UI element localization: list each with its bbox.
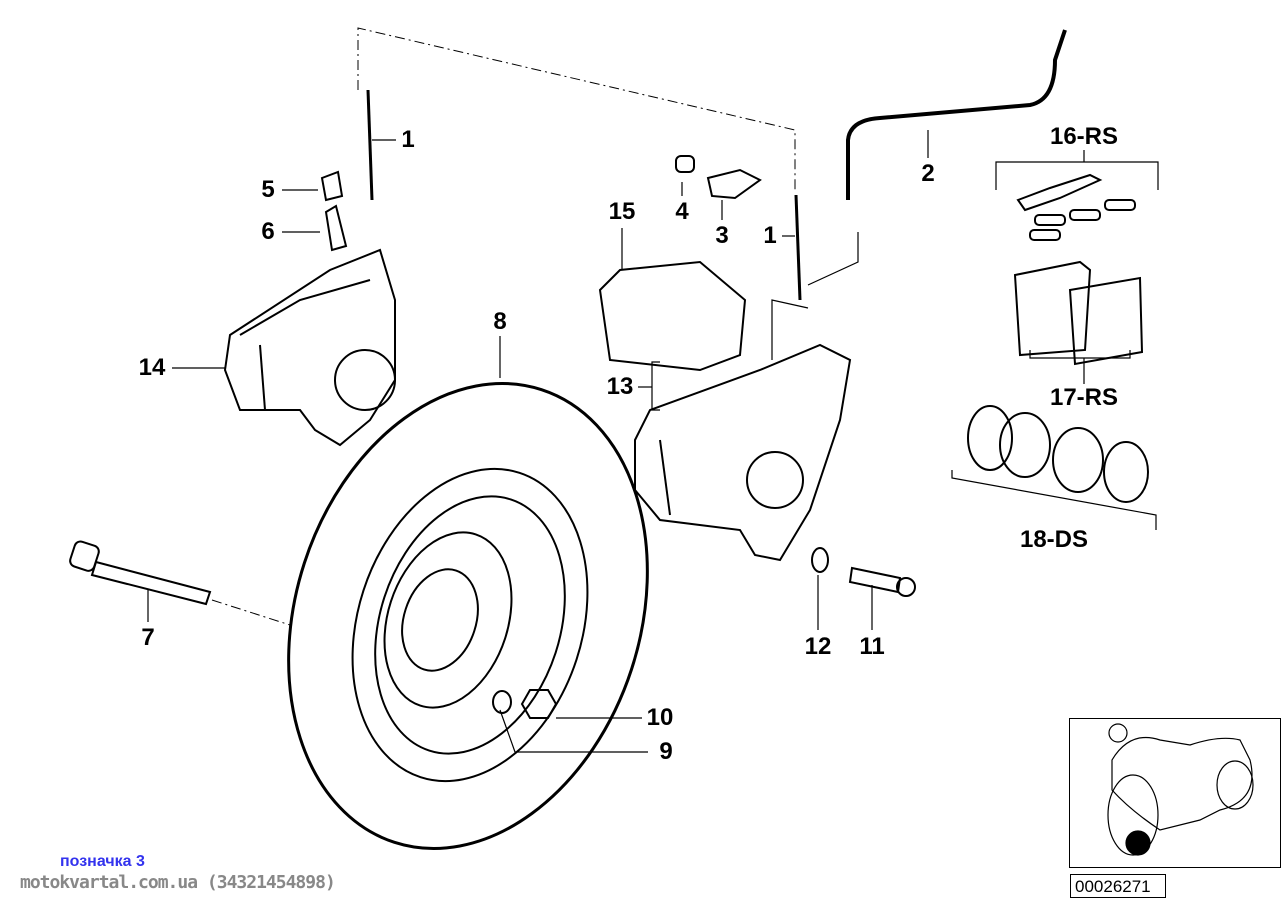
callout-6: 6 bbox=[261, 218, 275, 245]
motorcycle-front-wheel-locator-icon bbox=[1107, 723, 1254, 856]
bolt-7 bbox=[69, 540, 212, 606]
callout-14: 14 bbox=[138, 354, 166, 381]
callout-5: 5 bbox=[261, 176, 275, 203]
nut-10 bbox=[520, 689, 558, 719]
callout-2: 2 bbox=[921, 160, 935, 187]
callout-9: 9 bbox=[659, 738, 673, 765]
callout-1b: 1 bbox=[763, 222, 777, 249]
right-caliper bbox=[634, 343, 852, 562]
locator-thumbnail-frame bbox=[1069, 718, 1281, 868]
diagram-number: 00026271 bbox=[1070, 874, 1166, 898]
brake-pipe bbox=[846, 29, 1067, 200]
left-caliper bbox=[223, 248, 396, 447]
pin-4 bbox=[675, 155, 695, 173]
callout-4: 4 bbox=[675, 198, 689, 225]
brake-pad-cover bbox=[598, 260, 747, 372]
spring-clip-3 bbox=[706, 168, 762, 200]
callout-3: 3 bbox=[715, 222, 729, 249]
kit-16-rs bbox=[1016, 173, 1136, 241]
callout-18-ds: 18-DS bbox=[1019, 526, 1089, 553]
leader-lines bbox=[147, 130, 1159, 753]
seal-kit-18-ds bbox=[967, 405, 1149, 503]
callout-12: 12 bbox=[804, 633, 832, 660]
callout-13: 13 bbox=[606, 373, 634, 400]
brake-pads-17-rs bbox=[1013, 260, 1144, 366]
bolt-11 bbox=[848, 566, 916, 597]
brake-line-left bbox=[366, 89, 374, 201]
callout-10: 10 bbox=[646, 704, 674, 731]
callout-16-rs: 16-RS bbox=[1049, 123, 1119, 150]
reference-lines bbox=[211, 27, 796, 626]
callout-1: 1 bbox=[401, 126, 415, 153]
watermark-label: позначка 3 bbox=[60, 853, 145, 870]
brake-disc bbox=[287, 381, 649, 851]
callout-11: 11 bbox=[859, 633, 885, 660]
watermark-site: motokvartal.com.ua (34321454898) bbox=[20, 872, 336, 893]
callout-15: 15 bbox=[608, 198, 636, 225]
brake-line-right bbox=[794, 194, 802, 301]
callout-7: 7 bbox=[141, 624, 155, 651]
callout-8: 8 bbox=[493, 308, 507, 335]
washer-12 bbox=[811, 547, 829, 573]
washer-9 bbox=[492, 690, 512, 714]
bleeder-valve-6 bbox=[324, 204, 348, 252]
callout-17-rs: 17-RS bbox=[1049, 384, 1119, 411]
bleeder-cap-5 bbox=[320, 170, 344, 202]
